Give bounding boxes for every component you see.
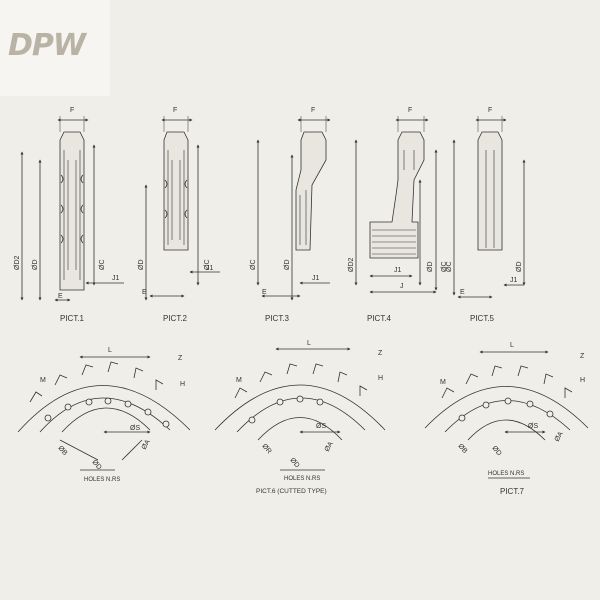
dim-z: Z xyxy=(178,355,183,362)
dim-h: H xyxy=(378,375,383,382)
dim-od: ØD xyxy=(32,260,39,271)
dim-j: J xyxy=(400,283,404,290)
caption-pict-5: PICT.5 xyxy=(470,314,495,323)
dim-oa: ØA xyxy=(141,438,152,451)
dim-l: L xyxy=(108,347,112,354)
profile-pict-1 xyxy=(20,116,124,302)
dim-e: E xyxy=(58,293,63,300)
caption-pict-6: PICT.6 (CUTTED TYPE) xyxy=(256,488,327,495)
holes-label: HOLES N.RS xyxy=(284,476,320,482)
dim-os: ØS xyxy=(130,425,140,432)
dim-m: M xyxy=(236,377,242,384)
dim-od: ØD xyxy=(427,262,434,273)
dim-f: F xyxy=(70,107,74,114)
dim-oc: ØC xyxy=(99,260,106,271)
profile-pict-4 xyxy=(354,116,438,294)
profile-pict-5 xyxy=(452,116,526,299)
dim-f: F xyxy=(173,107,177,114)
caption-pict-3: PICT.3 xyxy=(265,314,290,323)
dim-m: M xyxy=(40,377,46,384)
dim-oc: ØC xyxy=(446,262,453,273)
dim-od: ØD xyxy=(516,262,523,273)
dim-e: E xyxy=(142,289,147,296)
dim-or: ØR xyxy=(260,443,272,456)
profile-pict-3 xyxy=(256,116,331,301)
dim-f: F xyxy=(311,107,315,114)
dim-oc: ØC xyxy=(204,260,211,271)
caption-pict-4: PICT.4 xyxy=(367,314,392,323)
dim-oc: ØC xyxy=(441,262,448,273)
dim-od: ØD xyxy=(90,459,102,472)
dim-od2: ØD2 xyxy=(348,258,355,273)
dim-os: ØS xyxy=(316,423,326,430)
dim-oa: ØA xyxy=(324,440,335,453)
dim-z: Z xyxy=(378,350,383,357)
dim-od: ØD xyxy=(490,445,502,458)
dim-m: M xyxy=(440,379,446,386)
dim-f: F xyxy=(408,107,412,114)
caption-pict-1: PICT.1 xyxy=(60,314,85,323)
caption-pict-7: PICT.7 xyxy=(500,487,525,496)
dim-l: L xyxy=(510,342,514,349)
dim-e: E xyxy=(262,289,267,296)
dim-ob: ØB xyxy=(456,443,468,456)
dim-oc: ØC xyxy=(250,260,257,271)
dim-od: ØD xyxy=(288,457,300,470)
logo-area: DPW xyxy=(0,0,110,96)
dim-oa: ØA xyxy=(554,430,565,443)
segment-3 xyxy=(424,350,589,479)
segment-2 xyxy=(214,347,386,471)
dim-j1: J1 xyxy=(510,277,518,284)
dim-h: H xyxy=(180,381,185,388)
dpw-logo: DPW xyxy=(8,28,86,63)
dim-l: L xyxy=(307,340,311,347)
dim-od: ØD xyxy=(284,260,291,271)
dim-od2: ØD2 xyxy=(14,256,21,271)
holes-label: HOLES N.RS xyxy=(84,477,120,483)
dim-j1: J1 xyxy=(394,267,402,274)
segment-1 xyxy=(17,355,191,471)
dim-ob: ØB xyxy=(56,445,68,458)
dim-j1: J1 xyxy=(312,275,320,282)
dim-j1: J1 xyxy=(112,275,120,282)
profile-pict-2 xyxy=(144,116,220,301)
dim-os: ØS xyxy=(528,423,538,430)
dim-j1: J1 xyxy=(206,265,214,272)
dim-z: Z xyxy=(580,353,585,360)
dim-f: F xyxy=(488,107,492,114)
dim-od: ØD xyxy=(138,260,145,271)
dim-h: H xyxy=(580,377,585,384)
caption-pict-2: PICT.2 xyxy=(163,314,188,323)
dim-e: E xyxy=(460,289,465,296)
holes-label: HOLES N.RS xyxy=(488,471,524,477)
